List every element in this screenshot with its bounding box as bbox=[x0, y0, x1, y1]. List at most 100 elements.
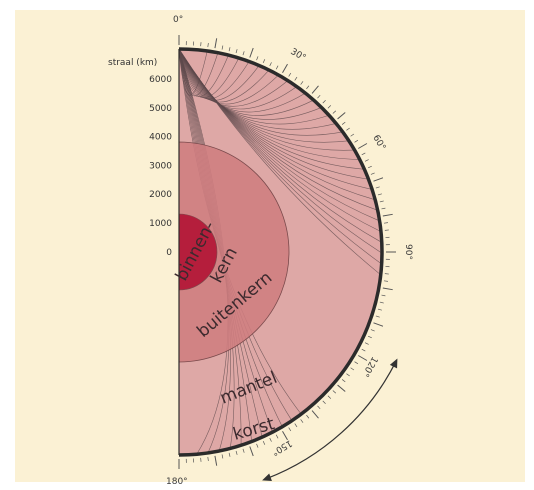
angle-tick bbox=[332, 390, 337, 394]
angle-tick bbox=[354, 139, 359, 143]
angle-tick bbox=[228, 47, 231, 52]
angle-tick bbox=[214, 38, 218, 49]
angle-tick bbox=[341, 121, 346, 125]
angle-tick bbox=[221, 45, 224, 50]
crust-outline bbox=[178, 47, 384, 457]
angle-tick bbox=[383, 280, 388, 282]
angle-tick bbox=[346, 373, 350, 377]
angle-tick bbox=[306, 85, 310, 90]
angle-tick bbox=[361, 152, 366, 156]
angle-tick bbox=[382, 287, 393, 291]
axis-tick-label: 1000 bbox=[149, 219, 172, 229]
ray-path bbox=[178, 48, 288, 107]
angle-tick bbox=[358, 143, 368, 149]
angle-tick bbox=[282, 431, 288, 441]
angle-tick bbox=[322, 99, 326, 104]
angle-tick bbox=[294, 76, 298, 81]
angle-tick bbox=[350, 367, 355, 371]
axis-tick-label: 5000 bbox=[149, 104, 172, 114]
angle-tick bbox=[294, 423, 298, 428]
angle-label-180: 180° bbox=[166, 477, 188, 487]
angle-label-90: 90° bbox=[403, 244, 413, 260]
angle-tick bbox=[332, 110, 337, 114]
arrow-head-up bbox=[389, 358, 398, 369]
angle-tick bbox=[364, 159, 369, 162]
angle-tick bbox=[367, 335, 372, 339]
angle-tick bbox=[337, 112, 346, 120]
angle-tick bbox=[288, 72, 292, 77]
angle-tick bbox=[341, 379, 346, 383]
angle-tick bbox=[373, 322, 384, 327]
angle-tick bbox=[382, 213, 393, 217]
angle-tick bbox=[317, 405, 321, 410]
angle-tick bbox=[346, 127, 350, 131]
angle-tick bbox=[381, 294, 386, 297]
angle-tick bbox=[370, 329, 375, 332]
angle-tick bbox=[367, 165, 372, 169]
angle-tick bbox=[262, 440, 266, 445]
angle-tick bbox=[235, 49, 238, 54]
angle-tick bbox=[300, 81, 304, 85]
axis-tick-label: 0 bbox=[166, 248, 172, 258]
axis-tick-label: 2000 bbox=[149, 190, 172, 200]
arrow-head-down bbox=[262, 473, 272, 482]
angle-tick bbox=[375, 186, 380, 189]
angle-tick bbox=[354, 361, 359, 365]
angle-tick bbox=[269, 62, 272, 67]
angle-tick bbox=[288, 427, 292, 432]
angle-tick bbox=[300, 419, 304, 423]
angle-tick bbox=[377, 308, 382, 311]
double-arrow-shadow-zone bbox=[265, 362, 397, 480]
angle-tick bbox=[242, 51, 245, 56]
axis-title: straal (km) bbox=[108, 58, 157, 68]
earth-half-disc bbox=[178, 47, 384, 457]
ray-path bbox=[178, 48, 306, 113]
angle-tick bbox=[361, 348, 366, 352]
angle-tick bbox=[282, 63, 288, 73]
axis-tick-label: 3000 bbox=[149, 161, 172, 171]
angle-tick bbox=[327, 105, 332, 109]
angle-tick bbox=[327, 395, 332, 399]
angle-tick bbox=[207, 456, 209, 461]
angle-tick bbox=[249, 47, 254, 58]
angle-tick bbox=[373, 177, 384, 182]
angle-tick bbox=[249, 446, 254, 457]
angle-tick bbox=[322, 400, 326, 405]
angle-tick bbox=[214, 455, 218, 466]
angle-tick bbox=[256, 56, 259, 61]
angle-tick bbox=[370, 172, 375, 175]
angle-label-0: 0° bbox=[173, 15, 183, 25]
angle-tick bbox=[275, 434, 279, 439]
angle-tick bbox=[256, 443, 259, 448]
angle-tick bbox=[358, 355, 368, 361]
angle-tick bbox=[235, 450, 238, 455]
angle-tick bbox=[207, 43, 209, 48]
ray-path bbox=[178, 48, 297, 110]
angle-tick bbox=[364, 342, 369, 345]
seismic-ray-paths bbox=[178, 48, 383, 455]
angle-tick bbox=[275, 65, 279, 70]
angle-tick bbox=[379, 200, 384, 203]
angle-tick bbox=[337, 384, 346, 392]
inner-core-region bbox=[178, 213, 218, 291]
angle-tick bbox=[262, 59, 266, 64]
angle-tick bbox=[269, 437, 272, 442]
ray-path bbox=[178, 48, 381, 276]
angle-tick bbox=[311, 410, 319, 419]
angle-tick bbox=[228, 452, 231, 457]
angle-tick bbox=[242, 448, 245, 453]
angle-tick bbox=[306, 414, 310, 419]
angle-tick bbox=[383, 222, 388, 224]
angle-scale-ticks bbox=[178, 35, 396, 469]
outer-core-region bbox=[178, 141, 290, 363]
angle-tick bbox=[375, 315, 380, 318]
angle-tick bbox=[381, 207, 386, 210]
axis-tick-label: 6000 bbox=[149, 75, 172, 85]
angle-tick bbox=[377, 193, 382, 196]
angle-tick bbox=[311, 85, 319, 94]
angle-tick bbox=[221, 454, 224, 459]
angle-tick bbox=[379, 301, 384, 304]
